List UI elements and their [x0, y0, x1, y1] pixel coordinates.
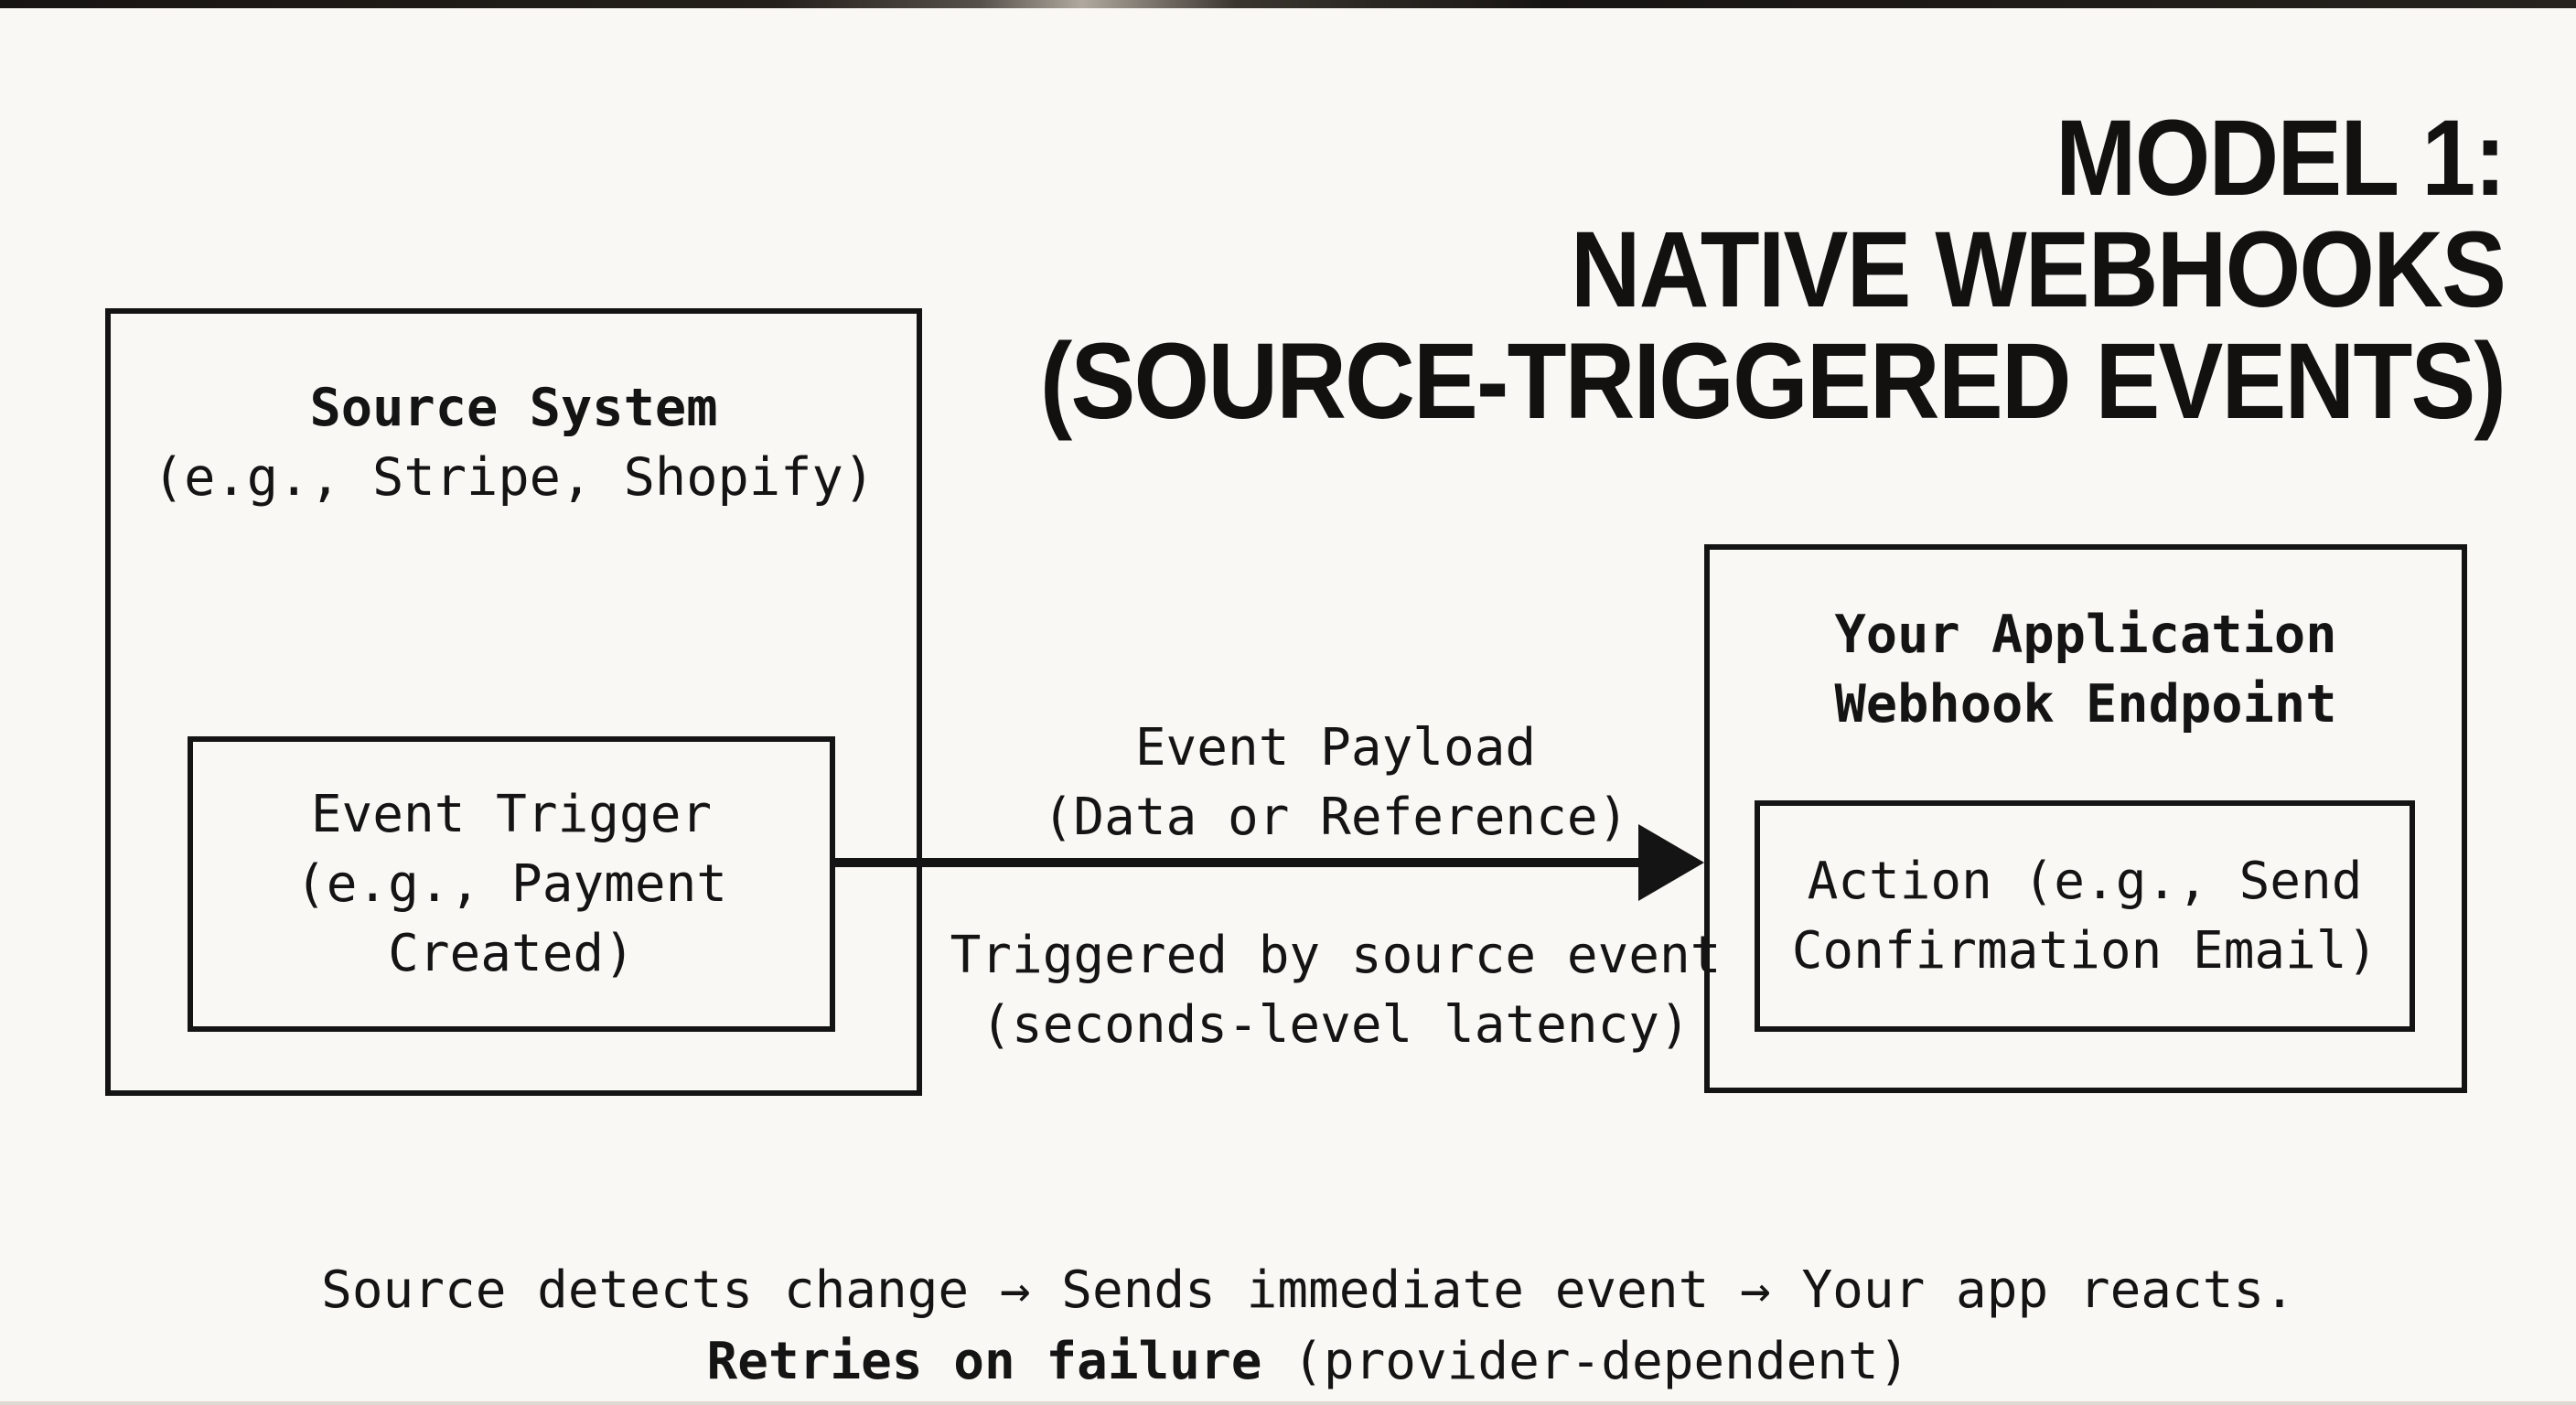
source-system-title: Source System: [309, 378, 718, 438]
your-application-header: Your Application Webhook Endpoint: [1710, 600, 2462, 739]
event-trigger-line-1: Event Trigger: [310, 784, 713, 844]
title-line-1: MODEL 1:: [2055, 98, 2506, 219]
flow-payload-line-1: Event Payload: [1134, 718, 1537, 778]
flow-trigger-latency-label: Triggered by source event (seconds-level…: [919, 921, 1752, 1060]
event-trigger-line-3: Created): [388, 923, 635, 983]
summary-footer: Source detects change → Sends immediate …: [40, 1255, 2576, 1398]
title-line-2: NATIVE WEBHOOKS: [1570, 209, 2506, 330]
summary-line-2-bold: Retries on failure: [706, 1332, 1262, 1391]
action-line-1: Action (e.g., Send: [1807, 851, 2363, 911]
diagram-title: MODEL 1: NATIVE WEBHOOKS (SOURCE-TRIGGER…: [1039, 98, 2506, 442]
title-line-3: (SOURCE-TRIGGERED EVENTS): [1039, 321, 2506, 442]
top-scan-artifact-bar: [0, 0, 2576, 8]
action-label: Action (e.g., Send Confirmation Email): [1792, 847, 2378, 986]
flow-payload-line-2: (Data or Reference): [1042, 788, 1629, 847]
source-system-subtitle: (e.g., Stripe, Shopify): [152, 447, 875, 508]
event-trigger-box: Event Trigger (e.g., Payment Created): [188, 736, 835, 1032]
bottom-scan-artifact-line: [0, 1401, 2576, 1405]
action-box: Action (e.g., Send Confirmation Email): [1755, 800, 2415, 1032]
source-system-box: Source System (e.g., Stripe, Shopify) Ev…: [105, 308, 922, 1096]
application-title-line-1: Your Application: [1834, 605, 2337, 665]
flow-latency-line-1: Triggered by source event: [950, 926, 1722, 985]
flow-arrow-head-icon: [1638, 824, 1704, 901]
summary-line-2-rest: (provider-dependent): [1293, 1332, 1910, 1391]
source-system-header: Source System (e.g., Stripe, Shopify): [111, 373, 917, 512]
summary-line-1: Source detects change → Sends immediate …: [321, 1260, 2295, 1320]
summary-line-2: Retries on failure (provider-dependent): [40, 1326, 2576, 1398]
application-title-line-2: Webhook Endpoint: [1834, 674, 2337, 735]
action-line-2: Confirmation Email): [1791, 920, 2378, 981]
flow-arrow-line: [835, 858, 1658, 867]
event-trigger-line-2: (e.g., Payment: [295, 853, 727, 914]
your-application-box: Your Application Webhook Endpoint Action…: [1704, 544, 2467, 1093]
event-trigger-label: Event Trigger (e.g., Payment Created): [295, 780, 727, 989]
flow-payload-label: Event Payload (Data or Reference): [919, 713, 1752, 853]
flow-latency-line-2: (seconds-level latency): [981, 995, 1690, 1055]
